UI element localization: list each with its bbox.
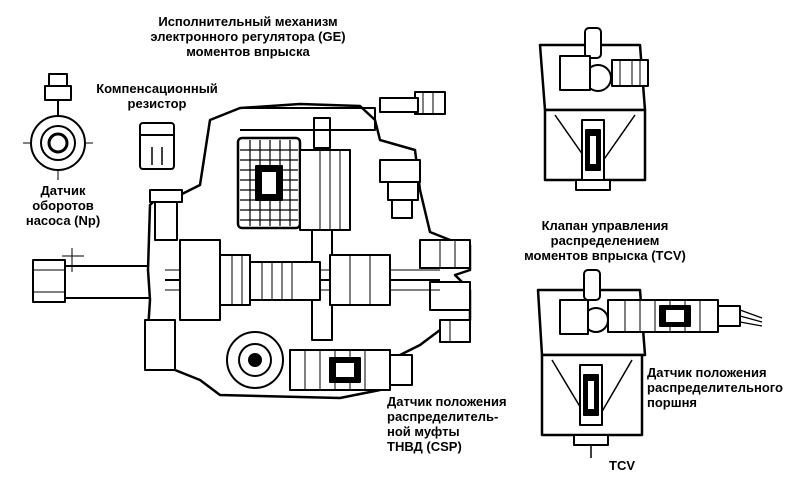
tcv-piston-sensor-drawing xyxy=(536,269,763,458)
pump-speed-sensor-label: Датчик оборотов насоса (Np) xyxy=(25,183,101,228)
tcv-short-label: TCV xyxy=(609,458,635,473)
compensation-resistor-label: Компенсационный резистор xyxy=(96,81,218,111)
csp-sensor-label: Датчик положения распределитель- ной муф… xyxy=(387,394,507,454)
compensation-resistor-drawing xyxy=(139,122,175,170)
main-pump-drawing xyxy=(32,91,472,400)
ge-actuator-label: Исполнительный механизм электронного рег… xyxy=(150,14,346,59)
piston-position-sensor-label: Датчик положения распределительного порш… xyxy=(647,365,783,410)
tcv-detail-drawing xyxy=(538,27,649,191)
pump-speed-sensor-drawing xyxy=(23,73,93,180)
tcv-valve-label: Клапан управления распределением моменто… xyxy=(524,218,686,263)
